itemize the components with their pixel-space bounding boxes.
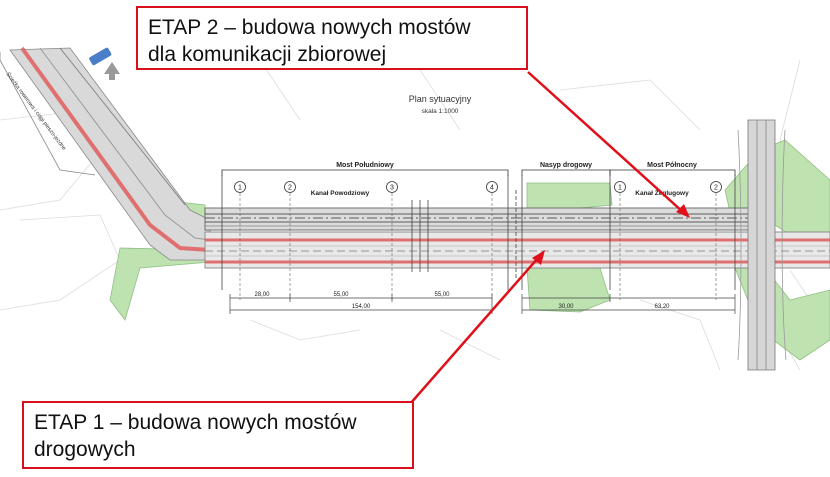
callout-etap1-line2: drogowych [34, 438, 136, 461]
section-label-embankment: Nasyp drogowy [540, 162, 592, 169]
support-label: 2 [714, 185, 718, 192]
channel-label-flood: Kanał Powodziowy [311, 190, 370, 197]
right-cross-road [737, 119, 787, 371]
dimension-span: 55,00 [333, 292, 349, 298]
location-marker-icon [89, 47, 120, 80]
support-label: 3 [390, 185, 394, 192]
transit-bridge-etap2 [204, 207, 751, 231]
dimension-embankment: 30,00 [558, 304, 574, 310]
support-label: 2 [288, 185, 292, 192]
plan-title: Plan sytuacyjny [409, 94, 472, 104]
support-axes [234, 181, 722, 193]
support-axis-lines [239, 193, 717, 300]
dimension-span: 28,00 [254, 292, 270, 298]
support-label: 1 [618, 185, 622, 192]
dimension-lines [229, 294, 736, 314]
callout-etap1-line1: ETAP 1 – budowa nowych mostów [34, 411, 357, 434]
dimension-total-north: 63,20 [654, 304, 670, 310]
section-label-north-bridge: Most Północny [647, 162, 697, 169]
dimension-total-south: 154,00 [352, 304, 371, 310]
dimension-values: 28,00 55,00 55,00 154,00 30,00 63,20 [254, 292, 670, 310]
support-label: 4 [490, 185, 494, 192]
callout-arrows [409, 71, 690, 405]
callout-etap1: ETAP 1 – budowa nowych mostów drogowych [22, 401, 414, 469]
support-axis-labels: 1 2 3 4 1 2 [238, 185, 718, 192]
callout-etap2-line2: dla komunikacji zbiorowej [148, 43, 387, 66]
callout-etap2-line1: ETAP 2 – budowa nowych mostów [148, 16, 471, 39]
callout-etap2: ETAP 2 – budowa nowych mostów dla komuni… [136, 6, 528, 70]
section-brackets [221, 169, 736, 176]
bridge-extent-lines [221, 175, 736, 290]
section-label-south-bridge: Most Południowy [336, 162, 394, 169]
support-label: 1 [238, 185, 242, 192]
diagonal-road [0, 46, 211, 261]
plan-scale: skala 1:1000 [422, 108, 459, 115]
dimension-span: 55,00 [434, 292, 450, 298]
road-bridge-etap1 [204, 231, 830, 269]
